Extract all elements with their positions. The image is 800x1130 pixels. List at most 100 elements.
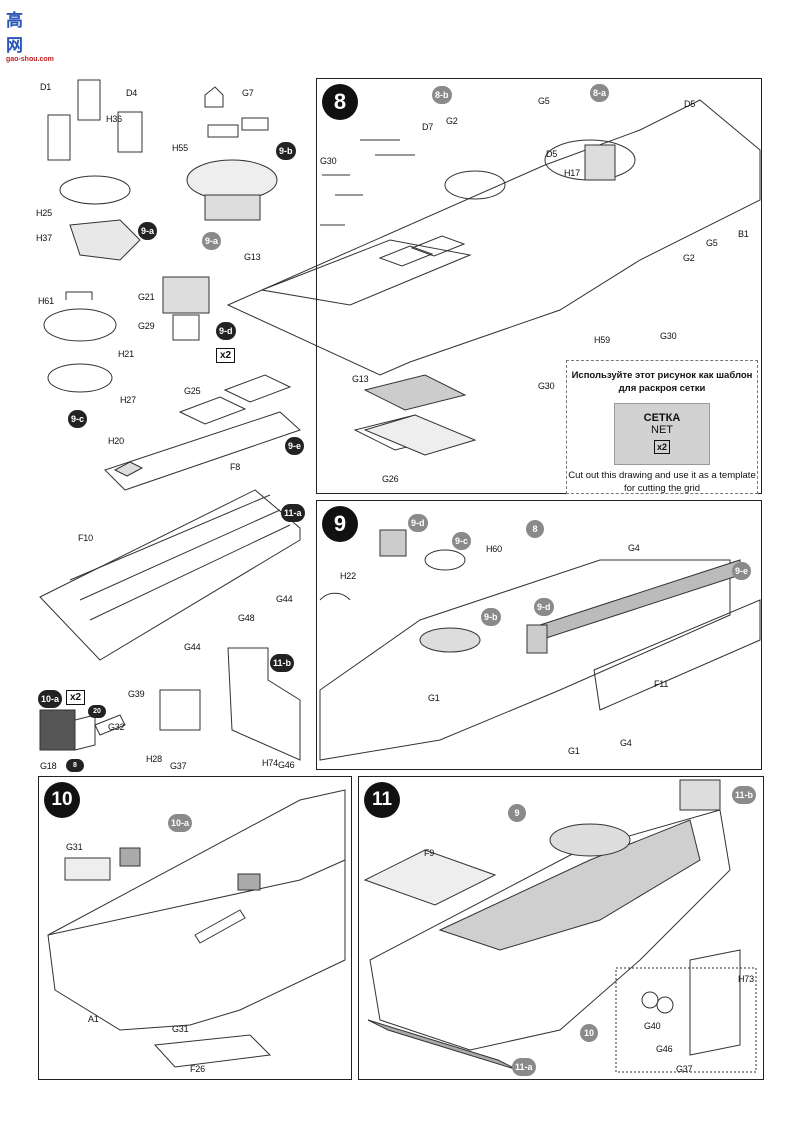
subassembly-badge: 9-c [68,410,88,428]
quantity-multiplier: x2 [66,690,86,705]
part-label: H21 [118,349,134,359]
step11-hull-drawing [363,779,757,1073]
part-label: G29 [138,321,155,331]
subassembly-badge: 8 [526,520,544,538]
subassembly-badge: 10-a [168,814,193,832]
part-label: G5 [538,96,550,106]
net-label-ru: СЕТКА [643,412,681,424]
part-label: G46 [278,760,295,770]
step9-panel [316,500,762,770]
subassembly-badge: 9-b [481,608,501,626]
subassembly-badge: 11-b [270,654,295,672]
part-9d-block-drawing [162,276,210,341]
subassembly-badge: 9-c [452,532,472,550]
subassembly-badge: 8-a [590,84,610,102]
step9-hull-drawing [319,529,761,761]
paint-ref-badge: 20 [88,705,106,718]
subassembly-badge: 9-d [534,598,554,616]
paint-ref-badge: 8 [66,759,84,772]
part-label: H59 [594,335,610,345]
part-label: G31 [172,1024,189,1034]
part-label: H55 [172,143,188,153]
part-label: G37 [676,1064,693,1074]
part-label: G4 [620,738,632,748]
part-label: G30 [320,156,337,166]
part-label: H28 [146,754,162,764]
step8-panel [316,78,762,494]
part-label: F8 [230,462,241,472]
part-label: G1 [428,693,440,703]
subassembly-badge: 11-a [512,1058,536,1076]
subassembly-badge: 9-d [216,322,236,340]
part-label: B1 [738,229,749,239]
logo-url: gao-shou.com [6,56,54,63]
step-number-9: 9 [322,506,358,542]
logo-chars: 高 网 [6,11,31,55]
net-template-box: Используйте этот рисунок как шаблон для … [566,360,758,494]
part-label: G18 [40,761,57,771]
quantity-multiplier: x2 [216,348,236,363]
part-label: H27 [120,395,136,405]
part-label: F11 [654,679,669,689]
subassembly-badge: 9-d [408,514,428,532]
part-label: G44 [276,594,293,604]
part-label: G1 [568,746,580,756]
part-label: G30 [538,381,555,391]
step-number-8: 8 [322,84,358,120]
part-label: G21 [138,292,155,302]
net-label-en: NET [651,424,673,436]
part-label: G5 [706,238,718,248]
part-label: H17 [564,168,580,178]
part-label: G37 [170,761,187,771]
step8-hull-drawing [226,99,761,456]
step10-hull-drawing [47,789,346,1068]
part-11b-bracket-drawing [159,647,301,761]
part-label: G2 [446,116,458,126]
step11-panel [358,776,764,1080]
part-label: G25 [184,386,201,396]
site-logo: 高 网 gao-shou.com [6,6,66,63]
part-9a-hatch-drawing [47,79,143,261]
part-label: G32 [108,722,125,732]
part-10a-box-drawing [39,709,126,751]
subassembly-badge: 10-a [38,690,63,708]
step-number-11: 11 [364,782,400,818]
part-label: D5 [546,149,558,159]
subassembly-badge: 11-a [281,504,305,522]
step10-panel [38,776,352,1080]
part-label: D7 [422,122,434,132]
part-label: G44 [184,642,201,652]
part-label: G48 [238,613,255,623]
template-heading-ru: Используйте этот рисунок как шаблон для … [571,370,753,394]
part-label: G4 [628,543,640,553]
quantity-multiplier: x2 [653,440,670,454]
part-label: H61 [38,296,54,306]
part-label: D1 [40,82,52,92]
part-label: H60 [486,544,502,554]
part-label: G39 [128,689,145,699]
part-label: A1 [88,1014,99,1024]
part-label: D5 [684,99,696,109]
part-label: D4 [126,88,138,98]
part-label: G46 [656,1044,673,1054]
part-label: G2 [683,253,695,263]
step-number-10: 10 [44,782,80,818]
subassembly-badge: 11-b [732,786,757,804]
part-label: H36 [106,114,122,124]
part-label: F9 [424,848,435,858]
part-label: G31 [66,842,83,852]
part-label: H25 [36,208,52,218]
subassembly-badge: 9-b [276,142,296,160]
part-11a-plate-drawing [39,489,301,661]
part-label: G7 [242,88,254,98]
part-label: G26 [382,474,399,484]
part-label: H22 [340,571,356,581]
part-label: H37 [36,233,52,243]
subassembly-badge: 9-a [138,222,158,240]
subassembly-badge: 9 [508,804,526,822]
template-caption-en: Cut out this drawing and use it as a tem… [568,470,756,494]
part-9e-plate-drawing [104,374,301,491]
subassembly-badge: 8-b [432,86,452,104]
part-label: G13 [352,374,369,384]
